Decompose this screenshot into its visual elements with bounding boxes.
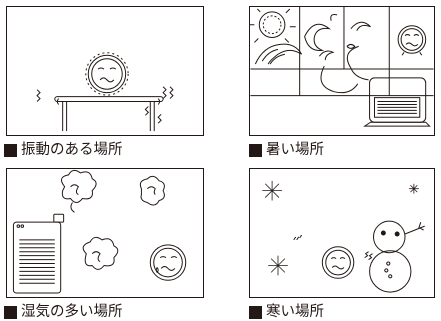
caption-text: 湿気の多い場所 xyxy=(21,304,123,320)
caption-vibration: 振動のある場所 xyxy=(4,142,123,158)
caption-square-icon xyxy=(4,143,17,157)
sun-icon xyxy=(250,7,302,64)
panel-hot xyxy=(249,6,435,136)
device-face-icon xyxy=(322,247,354,279)
caption-square-icon xyxy=(249,143,262,157)
snowman-icon xyxy=(370,221,425,292)
caption-hot: 暑い場所 xyxy=(249,142,324,158)
table-icon xyxy=(55,97,163,131)
panel-vibration xyxy=(6,6,204,136)
vibration-illustration xyxy=(7,7,203,135)
steam-cloud-icon xyxy=(61,170,164,269)
cold-illustration xyxy=(250,169,434,297)
caption-square-icon xyxy=(249,305,262,319)
device-face-icon xyxy=(398,26,426,56)
panel-humid xyxy=(6,168,204,298)
caption-text: 寒い場所 xyxy=(266,304,324,320)
caption-cold: 寒い場所 xyxy=(249,304,324,320)
snowflake-icon xyxy=(262,181,419,276)
hot-illustration xyxy=(250,7,434,135)
caption-humid: 湿気の多い場所 xyxy=(4,304,123,320)
device-face-icon xyxy=(86,53,128,95)
panel-cold xyxy=(249,168,435,298)
humid-illustration xyxy=(7,169,203,297)
humidifier-icon xyxy=(13,214,63,293)
heater-icon xyxy=(365,78,430,126)
caption-square-icon xyxy=(4,305,17,319)
caption-text: 暑い場所 xyxy=(266,142,324,158)
caption-text: 振動のある場所 xyxy=(21,142,123,158)
vibration-marks-icon xyxy=(37,87,173,123)
heat-swirl-icon xyxy=(305,14,371,92)
shiver-marks-icon xyxy=(294,235,373,260)
device-face-icon xyxy=(150,245,185,280)
